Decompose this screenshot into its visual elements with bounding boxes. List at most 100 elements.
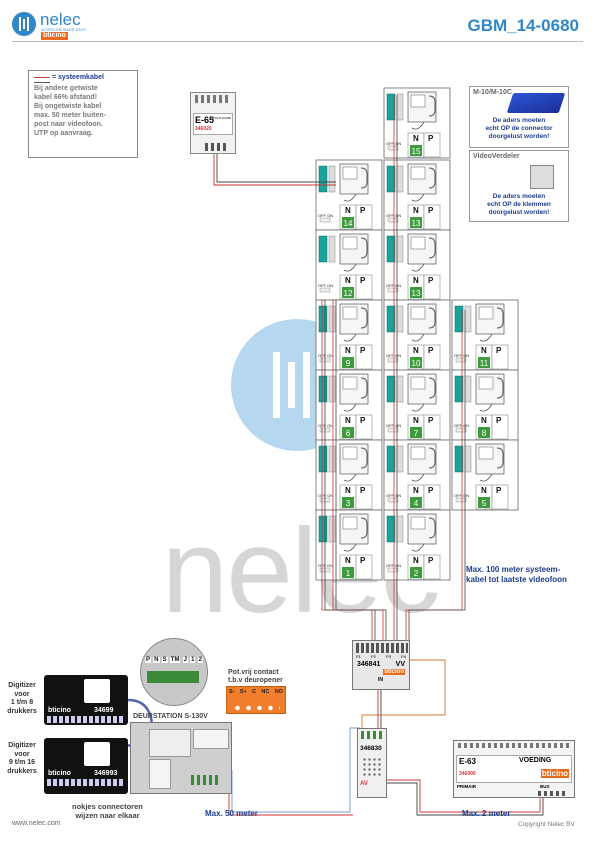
e65-label: E-65 bbox=[195, 115, 215, 125]
zoom-terminal-label: N bbox=[153, 657, 160, 663]
apartment-number: 6 bbox=[346, 429, 351, 438]
footer-copyright: Copyright Nelec BV bbox=[518, 821, 575, 828]
apartment-number: 10 bbox=[412, 359, 421, 368]
distributor-vv: VV bbox=[395, 661, 405, 668]
max100-note: Max. 100 meter systeem- kabel tot laatst… bbox=[466, 565, 567, 584]
off-on-label: OFF ON bbox=[318, 283, 333, 288]
max50-note: Max. 50 meter bbox=[205, 809, 258, 818]
apartment-number: 13 bbox=[412, 289, 421, 298]
n-label: N bbox=[481, 486, 487, 495]
p-label: P bbox=[428, 416, 434, 425]
connector-icon bbox=[454, 305, 464, 333]
apartment-number: 12 bbox=[344, 289, 353, 298]
zoom-terminal-label: 1 bbox=[190, 657, 196, 663]
digitizer-2: bticino 346993 bbox=[44, 738, 128, 794]
p-label: P bbox=[428, 346, 434, 355]
converter-code: 346830 bbox=[360, 745, 382, 752]
logo-tagline: INTERCOM MADE EASY bbox=[41, 28, 87, 32]
p-label: P bbox=[360, 276, 366, 285]
n-label: N bbox=[345, 346, 351, 355]
n-label: N bbox=[481, 346, 487, 355]
p-label: P bbox=[428, 276, 434, 285]
m10-note: echt OP de connector bbox=[485, 125, 553, 132]
document-code: GBM_14-0680 bbox=[467, 16, 579, 35]
distributor-brand: bticino bbox=[383, 669, 405, 675]
apartment-number: 9 bbox=[346, 359, 351, 368]
m10-info-box: M-10/M-10C De aders moeten echt OP de co… bbox=[469, 86, 569, 148]
p-label: P bbox=[428, 486, 434, 495]
p-label: P bbox=[496, 346, 502, 355]
videoverdeler-image bbox=[530, 165, 554, 189]
connector-icon bbox=[318, 235, 328, 263]
connector-icon bbox=[386, 305, 396, 333]
connector-icon bbox=[454, 375, 464, 403]
pp-label: P1 bbox=[356, 654, 361, 659]
logo-partner: bticino bbox=[41, 32, 68, 40]
connector-icon bbox=[318, 515, 328, 543]
pp-label: P4 bbox=[401, 654, 406, 659]
relay-terminal-label: NC bbox=[261, 689, 270, 695]
videoverdeler-info-box: VideoVerdeler De aders moeten echt OP de… bbox=[469, 150, 569, 222]
p-label: P bbox=[428, 134, 434, 143]
footer-website: www.nelec.com bbox=[12, 820, 61, 827]
n-label: N bbox=[413, 346, 419, 355]
m10-connector-image bbox=[506, 93, 566, 113]
header-rule bbox=[12, 41, 583, 42]
p-label: P bbox=[360, 556, 366, 565]
legend-line: max. 50 meter buiten- bbox=[34, 112, 106, 119]
videoverdeler-note: echt OP de klemmen bbox=[487, 201, 551, 208]
p-label: P bbox=[428, 556, 434, 565]
e63-title: VOEDING bbox=[519, 757, 552, 764]
p-label: P bbox=[360, 206, 366, 215]
logo-name: nelec bbox=[40, 10, 81, 29]
connector-icon bbox=[318, 305, 328, 333]
apartment-number: 7 bbox=[414, 429, 419, 438]
legend-line: post naar videofoon. bbox=[34, 121, 103, 128]
p-label: P bbox=[360, 486, 366, 495]
connector-icon bbox=[318, 165, 328, 193]
logo: nelec INTERCOM MADE EASY bticino bbox=[12, 10, 132, 42]
connector-icon bbox=[386, 515, 396, 543]
connector-icon bbox=[386, 235, 396, 263]
e63-power-supply: E-63 VOEDING 346000 bticino PRIMAIR BUS bbox=[453, 740, 575, 798]
apartment-number: 2 bbox=[414, 569, 419, 578]
connector-icon bbox=[454, 445, 464, 473]
apartment-number: 13 bbox=[412, 219, 421, 228]
digitizer-2-label: Digitizer voor 9 t/m 16 drukkers bbox=[7, 742, 37, 775]
deurstation-panel bbox=[130, 722, 232, 794]
relay-terminal-label: S- bbox=[229, 689, 235, 695]
videoverdeler-note: doorgelust worden! bbox=[488, 209, 550, 216]
n-label: N bbox=[413, 556, 419, 565]
nokjes-note: nokjes connectoren wijzen naar elkaar bbox=[72, 802, 143, 820]
p-label: P bbox=[360, 416, 366, 425]
off-on-label: OFF ON bbox=[318, 213, 333, 218]
apartment-number: 4 bbox=[414, 499, 419, 508]
videoverdeler-note: De aders moeten bbox=[492, 193, 546, 200]
e63-code: 346000 bbox=[459, 771, 476, 777]
videoverdeler-title: VideoVerdeler bbox=[473, 153, 520, 160]
n-label: N bbox=[413, 276, 419, 285]
n-label: N bbox=[413, 486, 419, 495]
m10-title: M-10/M-10C bbox=[473, 89, 512, 96]
digitizer-1-code: 34699 bbox=[94, 707, 114, 714]
n-label: N bbox=[345, 556, 351, 565]
apartment-number: 1 bbox=[346, 569, 351, 578]
zoom-terminal-label: TM bbox=[169, 657, 181, 663]
e63-brand: bticino bbox=[540, 769, 569, 778]
deurstation-title: DEURSTATION S-130V bbox=[133, 713, 208, 720]
legend-line: Bij andere getwiste bbox=[34, 85, 98, 92]
off-on-label: OFF ON bbox=[318, 563, 333, 568]
legend-cable-swatch bbox=[34, 77, 50, 83]
